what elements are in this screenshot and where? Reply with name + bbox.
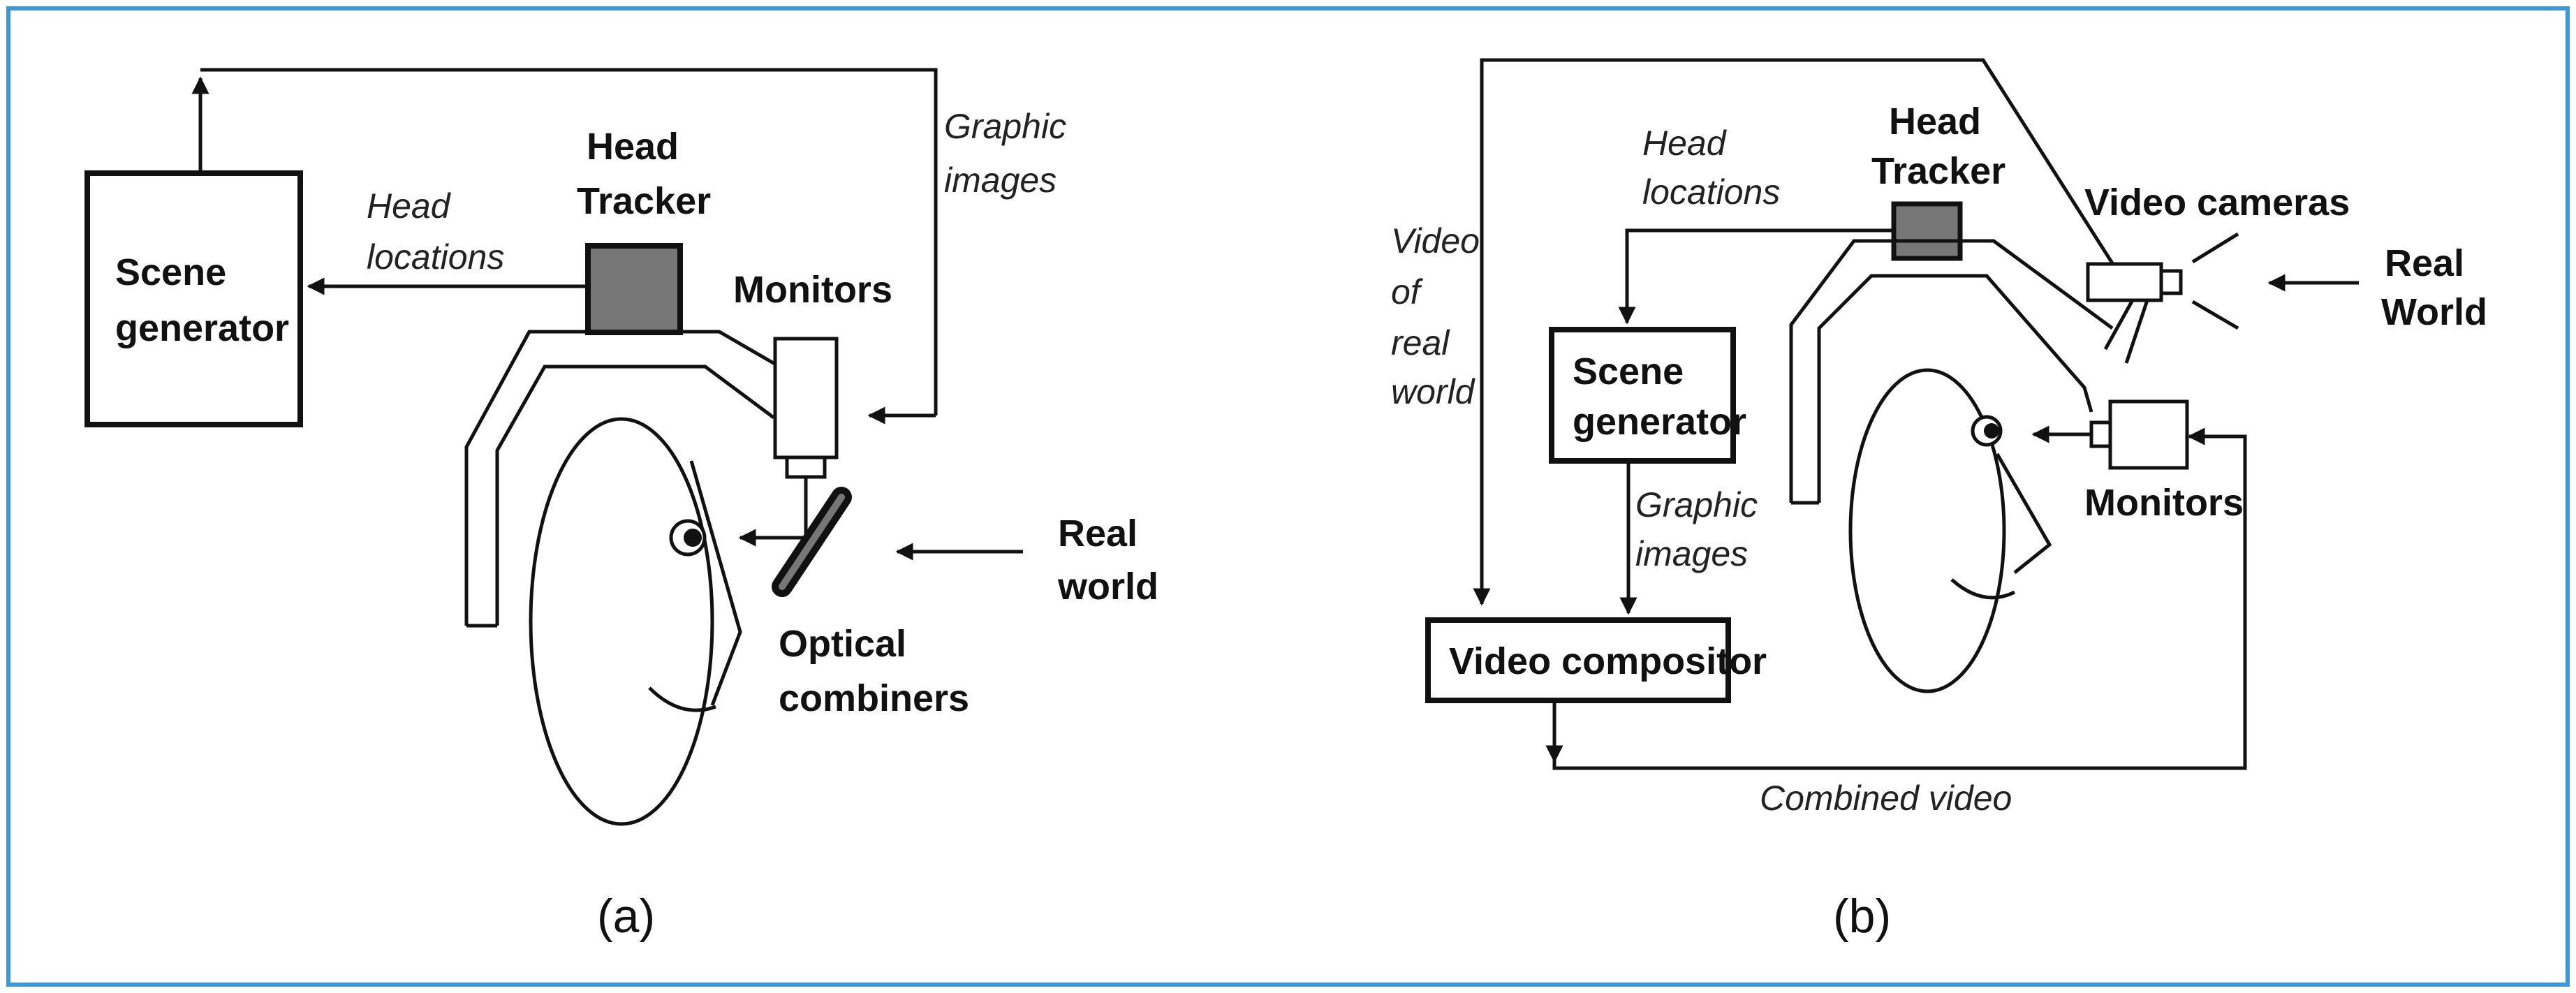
monitor-body-b — [2108, 399, 2189, 470]
video-camera-body-b — [2086, 262, 2163, 302]
monitor-lens-a — [785, 455, 827, 479]
eye-pupil-a — [684, 529, 702, 547]
head-tracker-label-b-2: Tracker — [1871, 150, 2005, 192]
headband-outer-b — [1789, 239, 2114, 503]
panel-b: Video of real world Head Tracker Head lo… — [1391, 58, 2487, 943]
head-outline-b — [1848, 368, 2006, 693]
graphic-images-label-b-1: Graphic — [1635, 485, 1758, 524]
video-real-world-line-b — [1473, 58, 2119, 606]
monitors-label-b: Monitors — [2084, 482, 2244, 524]
real-world-label-a-1: Real — [1058, 513, 1138, 554]
eye-pupil-b — [1984, 423, 1999, 439]
video-of-real-world-label-b-3: real — [1391, 323, 1450, 362]
real-world-label-b-1: Real — [2385, 242, 2464, 284]
head-tracker-block-a — [585, 243, 683, 335]
real-world-label-b-2: World — [2381, 291, 2487, 333]
monitor-lens-b — [2089, 420, 2112, 448]
head-tracker-label-a-2: Tracker — [577, 180, 711, 222]
combined-video-label-b: Combined video — [1760, 779, 2012, 818]
graphic-images-label-a-1: Graphic — [944, 107, 1066, 146]
optical-combiners-label-a-2: combiners — [779, 677, 969, 719]
camera-strut-1-b — [2103, 297, 2135, 351]
head-locations-label-a-1: Head — [367, 186, 452, 226]
camera-view-line-1-b — [2191, 232, 2239, 264]
video-cameras-label-b: Video cameras — [2084, 182, 2350, 223]
camera-view-line-2-b — [2191, 300, 2239, 330]
scene-generator-box-b — [1549, 327, 1736, 464]
video-compositor-box-b — [1425, 617, 1731, 703]
nose-b — [1995, 453, 2052, 574]
video-of-real-world-label-b-4: world — [1391, 372, 1476, 411]
headband-inner-b — [1817, 274, 2093, 503]
figure-border — [6, 6, 2570, 987]
video-compositor-label-b: Video compositor — [1449, 640, 1767, 682]
head-tracker-block-b — [1891, 201, 1963, 261]
scene-generator-label-b-2: generator — [1573, 401, 1746, 443]
scene-generator-label-b-1: Scene — [1573, 351, 1684, 392]
head-locations-label-b-1: Head — [1642, 124, 1728, 163]
head-locations-label-b-2: locations — [1642, 172, 1780, 212]
caption-b: (b) — [1833, 890, 1891, 943]
caption-a: (a) — [597, 890, 655, 943]
graphic-images-label-b-2: images — [1635, 534, 1748, 573]
head-outline-a — [529, 417, 714, 826]
monitor-unit-a — [773, 337, 839, 459]
head-locations-arrow-b — [1618, 228, 1894, 325]
head-tracker-label-b-1: Head — [1889, 101, 1981, 142]
mouth-a — [648, 686, 716, 712]
panel-a: Scene generator Head locations Graphic i… — [84, 68, 1158, 943]
video-of-real-world-label-b-2: of — [1391, 272, 1424, 311]
scene-generator-label-a-1: Scene — [115, 251, 226, 293]
monitors-label-a: Monitors — [733, 269, 892, 311]
scene-generator-box-a — [84, 170, 303, 427]
nose-a — [689, 460, 742, 706]
graphic-images-label-a-2: images — [944, 161, 1057, 200]
real-world-label-a-2: world — [1057, 566, 1158, 608]
scene-generator-label-a-2: generator — [115, 307, 289, 349]
mouth-b — [1950, 578, 2016, 600]
headband-inner-a — [495, 365, 775, 626]
video-of-real-world-label-b-1: Video — [1391, 221, 1480, 260]
loop-a-top-line — [200, 68, 938, 415]
video-camera-lens-b — [2159, 269, 2183, 295]
headband-outer-a — [464, 330, 787, 626]
optical-combiners-label-a-1: Optical — [779, 623, 906, 665]
optical-combiner-highlight-a — [779, 494, 845, 590]
camera-strut-2-b — [2124, 300, 2149, 364]
head-tracker-label-a-1: Head — [587, 126, 679, 168]
head-locations-label-a-2: locations — [367, 237, 504, 277]
